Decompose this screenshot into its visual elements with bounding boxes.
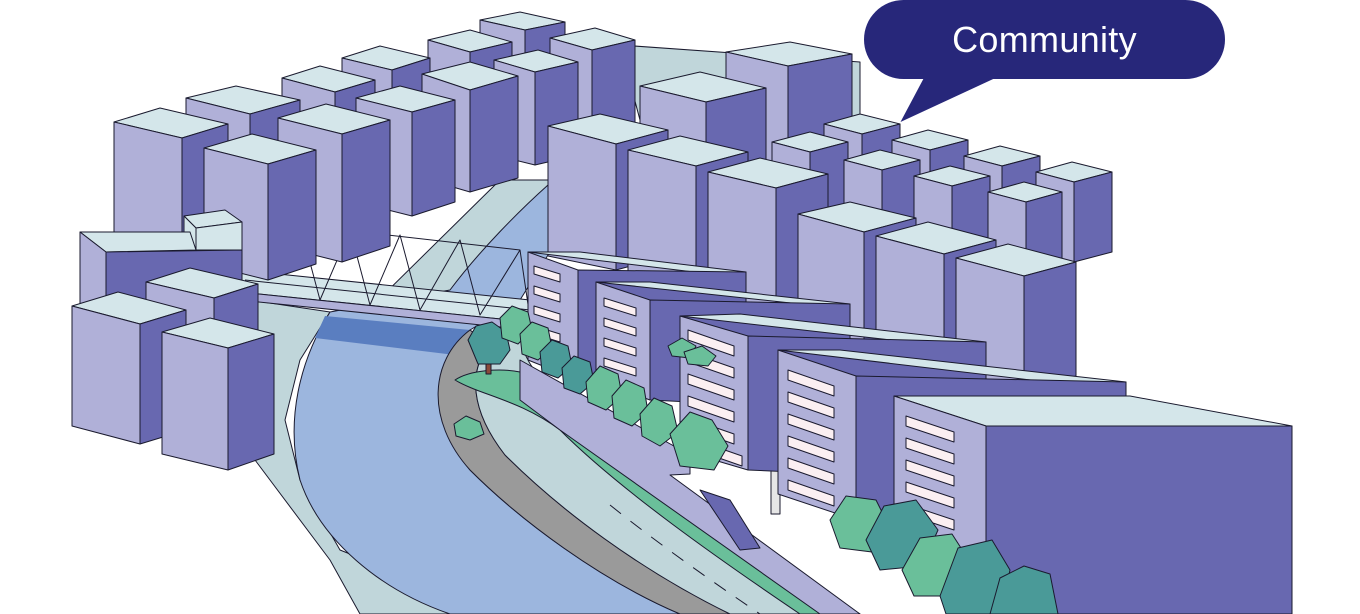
windows bbox=[603, 297, 637, 377]
apartment-block bbox=[893, 395, 1293, 614]
bridge-bottom-line bbox=[244, 279, 531, 311]
river-shadow bbox=[315, 316, 470, 355]
trees bbox=[453, 305, 1059, 614]
windows bbox=[787, 369, 835, 507]
embankment bbox=[437, 329, 861, 614]
building bbox=[161, 317, 275, 471]
tree bbox=[683, 345, 717, 367]
community-callout: Community bbox=[864, 0, 1225, 79]
callout-label: Community bbox=[952, 18, 1137, 60]
bridge-truss bbox=[249, 224, 531, 319]
tree bbox=[989, 565, 1059, 614]
city-blocks-left bbox=[71, 103, 391, 471]
left-bank bbox=[249, 299, 501, 614]
windows bbox=[905, 415, 955, 531]
tree bbox=[669, 411, 729, 471]
tree bbox=[453, 415, 485, 441]
tree bbox=[467, 321, 511, 375]
building bbox=[183, 209, 243, 251]
steps bbox=[699, 489, 761, 551]
road-dashes bbox=[609, 504, 761, 614]
tree bbox=[939, 539, 1011, 614]
